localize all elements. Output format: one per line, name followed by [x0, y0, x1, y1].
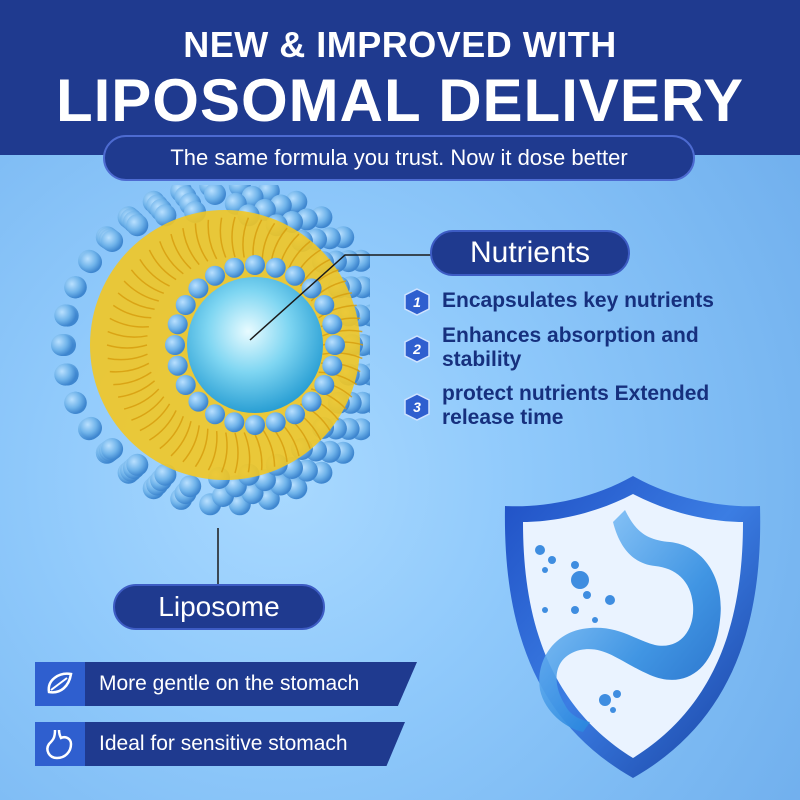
benefit-text-2: Enhances absorption and stability	[442, 324, 699, 371]
number-badge-2-icon: 2	[404, 335, 430, 363]
liposome-label: Liposome	[113, 584, 325, 630]
number-badge-3-icon: 3	[404, 393, 430, 421]
subtitle-pill: The same formula you trust. Now it dose …	[103, 135, 695, 181]
number-badge-1-icon: 1	[404, 288, 430, 316]
svg-text:3: 3	[413, 399, 421, 415]
headline-top: NEW & IMPROVED WITH	[183, 24, 617, 65]
headline-main: LIPOSOMAL DELIVERY	[55, 67, 745, 134]
header-banner: NEW & IMPROVED WITH LIPOSOMAL DELIVERY	[0, 0, 800, 155]
liposome-illustration	[51, 185, 370, 516]
svg-text:2: 2	[412, 341, 421, 357]
benefit-item-1: 1 Encapsulates key nutrients	[402, 288, 742, 317]
nutrients-label: Nutrients	[430, 230, 630, 276]
leaf-stomach-icon	[35, 662, 85, 706]
feature-sensitive: Ideal for sensitive stomach	[35, 722, 405, 766]
feature-gentle: More gentle on the stomach	[35, 662, 417, 706]
feature-text-gentle: More gentle on the stomach	[99, 672, 360, 695]
feature-text-sensitive: Ideal for sensitive stomach	[99, 732, 348, 755]
benefit-item-3: 3 protect nutrients Extended release tim…	[402, 382, 742, 430]
benefit-text-3: protect nutrients Extended release time	[442, 382, 710, 429]
shield-stomach-illustration	[504, 476, 761, 778]
benefit-text-1: Encapsulates key nutrients	[442, 289, 714, 312]
benefit-item-2: 2 Enhances absorption and stability	[402, 324, 742, 372]
aqueous-core	[187, 277, 323, 413]
stomach-icon	[35, 722, 85, 766]
svg-text:1: 1	[413, 294, 421, 310]
